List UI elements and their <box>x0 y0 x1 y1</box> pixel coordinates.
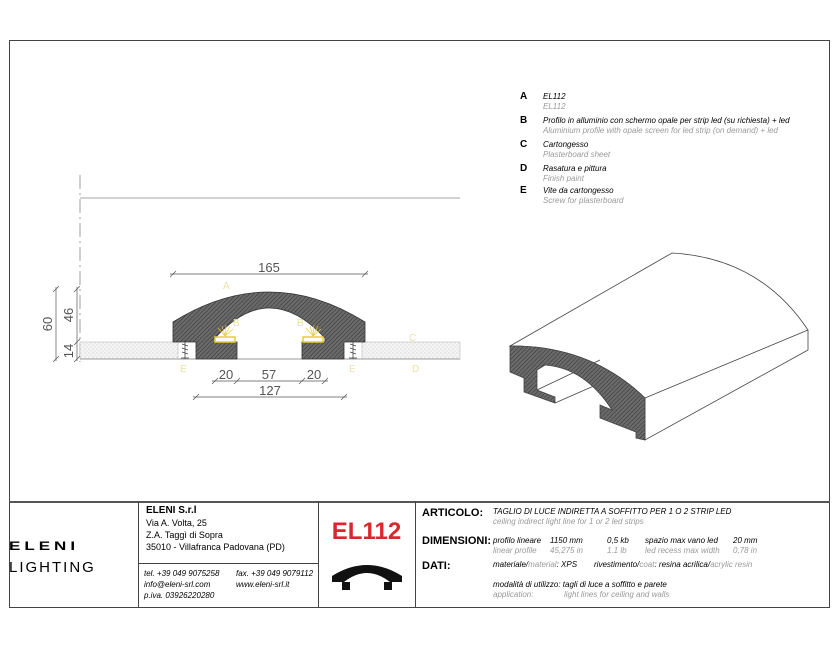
legend-text-en: Finish paint <box>543 174 584 183</box>
dim-value: 20 mm <box>733 536 758 545</box>
led-light-rays-icon <box>217 324 322 337</box>
dim-value: spazio max vano led <box>645 536 718 545</box>
dim-value-en: 0,78 in <box>733 546 758 555</box>
dim-value-en: led recess max width <box>645 546 720 555</box>
legend-key: B <box>520 115 528 126</box>
articolo-label: ARTICOLO: <box>422 507 484 519</box>
divider <box>138 563 318 564</box>
material-label-it: materiale/ <box>493 560 529 569</box>
legend-text-en: Screw for plasterboard <box>543 196 624 205</box>
dim-value-en: 45,275 in <box>550 546 583 555</box>
legend-text-it: Rasatura e pittura <box>543 164 607 173</box>
legend-text-it: Cartongesso <box>543 140 589 149</box>
application-label-en: application: <box>493 590 534 599</box>
product-code: EL112 <box>331 518 402 545</box>
dim-height-arch: 46 <box>61 308 76 322</box>
legend-key: C <box>520 139 528 150</box>
coat-value-en: acrylic resin <box>710 560 753 569</box>
dimension-labels: 165 60 46 14 20 57 20 127 <box>40 260 321 398</box>
callout-a: A <box>223 281 230 292</box>
callout-b-left: B <box>233 318 240 329</box>
legend-text-it: Vite da cartongesso <box>543 186 614 195</box>
dim-leg-left: 20 <box>219 367 233 382</box>
logo-text-top: ELENI <box>9 539 80 553</box>
led-strip-left <box>214 336 236 343</box>
articolo-it: TAGLIO DI LUCE INDIRETTA A SOFFITTO PER … <box>493 507 732 516</box>
divider <box>415 501 416 608</box>
fax: fax. +39 049 9079112 <box>236 569 314 578</box>
legend-text-it: Profilo in alluminio con schermo opale p… <box>543 116 790 125</box>
legend-text-it: EL112 <box>543 92 566 101</box>
legend-key: D <box>520 163 528 174</box>
dimensioni-label: DIMENSIONI: <box>422 535 492 547</box>
callout-e-right: E <box>349 364 356 375</box>
plasterboard-right <box>361 341 461 360</box>
dim-value-en: linear profile <box>493 546 537 555</box>
vat-number: p.iva. 03926220280 <box>144 591 215 600</box>
dim-height-total: 60 <box>40 317 55 331</box>
company-contacts-2: fax. +39 049 9079112 www.eleni-srl.it <box>236 568 313 590</box>
coat-value: : resina acrilica/ <box>654 560 711 569</box>
legend-text-en: EL112 <box>543 102 566 111</box>
plasterboard-left <box>79 341 179 360</box>
material-label-en: material <box>528 560 557 569</box>
phone: tel. +39 049 9075258 <box>144 569 220 578</box>
company-logo: ELENI LIGHTING <box>9 540 138 576</box>
dim-width-top: 165 <box>258 260 280 275</box>
divider <box>138 501 139 608</box>
isometric-view <box>508 252 809 441</box>
callout-b-right: B <box>297 318 304 329</box>
address-line: Via A. Volta, 25 <box>146 518 207 528</box>
dimension-lines <box>52 270 369 401</box>
email-link[interactable]: info@eleni-srl.com <box>144 580 211 589</box>
coat-label-en: coat <box>639 560 655 569</box>
website-link[interactable]: www.eleni-srl.it <box>236 580 290 589</box>
dim-value: profilo lineare <box>493 536 542 545</box>
dim-value: 1150 mm <box>550 536 583 545</box>
dim-opening: 57 <box>262 367 276 382</box>
screw-icon <box>181 340 357 359</box>
legend-key: A <box>520 91 528 102</box>
material-value: : XPS <box>556 560 578 569</box>
callout-d: D <box>412 364 419 375</box>
dim-height-base: 14 <box>61 344 76 358</box>
application-it: modalità di utilizzo: tagli di luce a so… <box>493 580 667 589</box>
led-strip-right <box>302 336 324 343</box>
sheet-frame <box>9 40 830 608</box>
dim-leg-right: 20 <box>307 367 321 382</box>
address-line: Z.A. Taggì di Sopra <box>146 530 223 540</box>
application-en: light lines for ceiling and walls <box>564 590 670 599</box>
address-line: 35010 - Villafranca Padovana (PD) <box>146 542 285 552</box>
company-name: ELENI S.r.l <box>146 505 197 516</box>
logo-text-bottom: LIGHTING <box>9 559 96 576</box>
dati-material: materiale/material: XPS <box>493 560 577 569</box>
callout-c: C <box>409 333 416 344</box>
dim-width-base: 127 <box>259 383 281 398</box>
legend-key: E <box>520 185 527 196</box>
dati-coat: rivestimento/coat: resina acrilica/acryl… <box>594 560 752 569</box>
callout-labels: A B B C D E E <box>180 281 419 375</box>
profile-section <box>172 291 366 360</box>
legend-text-en: Plasterboard sheet <box>543 150 611 159</box>
callout-e-left: E <box>180 364 187 375</box>
dim-value: 0,5 kb <box>607 536 629 545</box>
legend-text-en: Aluminium profile with opale screen for … <box>543 126 779 135</box>
dati-label: DATI: <box>422 560 451 572</box>
title-block <box>9 501 830 608</box>
cross-section-drawing: 165 60 46 14 20 57 20 127 A B B C D E E <box>40 175 809 441</box>
dim-value-en: 1.1 lb <box>607 546 627 555</box>
company-contacts: tel. +39 049 9075258 info@eleni-srl.com … <box>144 568 219 601</box>
coat-label-it: rivestimento/ <box>594 560 640 569</box>
divider <box>318 501 319 608</box>
profile-silhouette-icon <box>332 565 402 590</box>
articolo-en: ceiling indirect light line for 1 or 2 l… <box>493 517 644 526</box>
company-address: ELENI S.r.l Via A. Volta, 25 Z.A. Taggì … <box>146 505 285 553</box>
